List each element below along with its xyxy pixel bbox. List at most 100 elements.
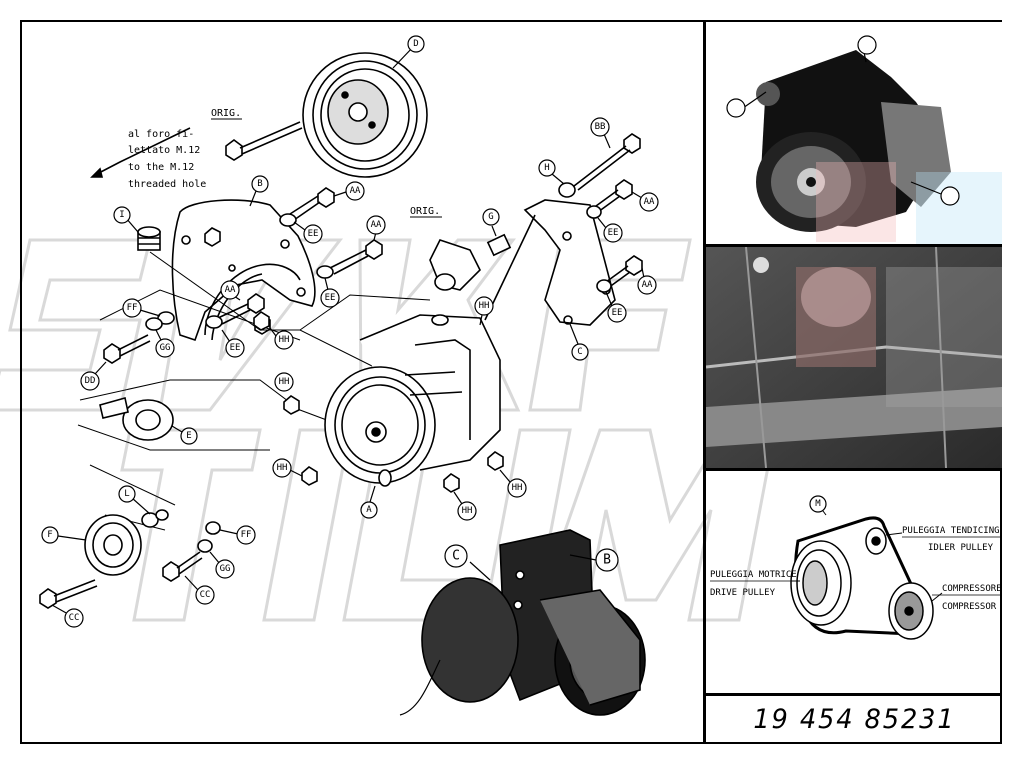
svg-text:BB: BB <box>595 122 606 132</box>
photo-callout-b: B <box>864 40 869 50</box>
svg-text:GG: GG <box>160 343 171 353</box>
svg-text:FF: FF <box>241 530 252 540</box>
svg-text:HH: HH <box>279 377 290 387</box>
callout-bb: BB <box>590 117 611 149</box>
compressor-label-it: COMPRESSORE <box>942 584 1002 594</box>
svg-text:CC: CC <box>200 590 211 600</box>
bolt-cc-1 <box>39 579 98 609</box>
svg-text:EE: EE <box>230 343 241 353</box>
callout-gg-2: GG <box>209 551 235 579</box>
callout-c: C <box>569 323 589 361</box>
photo-callout-c: C <box>947 191 952 201</box>
callout-aa-4: AA <box>631 191 659 212</box>
callout-d: D <box>392 35 425 69</box>
svg-text:EE: EE <box>612 308 623 318</box>
part-number: 19 454 85231 <box>752 703 956 735</box>
callout-f: F <box>41 526 87 544</box>
callout-ee-3: EE <box>221 329 245 358</box>
bolt-orig-top <box>225 121 303 161</box>
svg-text:G: G <box>488 212 493 222</box>
svg-text:HH: HH <box>462 506 473 516</box>
photo-engine-bay <box>706 247 1002 468</box>
bolt-dd <box>103 334 151 364</box>
callout-aa-5: AA <box>637 267 657 295</box>
crank-pulley-d <box>302 52 428 178</box>
svg-text:E: E <box>186 431 191 441</box>
exploded-view-drawing: D B I AA AA EE EE AA EE HH FF GG DD HH E… <box>39 35 659 716</box>
belt-callout-m: M <box>815 499 821 509</box>
callout-aa-3: AA <box>220 280 241 301</box>
belt-routing-diagram: M PULEGGIA TENDICINGHIA IDLER PULLEY PUL… <box>706 471 1016 693</box>
svg-text:EE: EE <box>325 293 336 303</box>
bolt-aa-right-2 <box>596 255 643 293</box>
note-line-4: threaded hole <box>128 179 206 190</box>
callout-hh-4: HH <box>453 491 477 521</box>
svg-text:AA: AA <box>642 280 653 290</box>
photo-compressor-bracket: B E C <box>706 22 1002 244</box>
spacer-e <box>99 397 174 441</box>
drive-label-it: PULEGGIA MOTRICE <box>710 570 797 580</box>
svg-text:AA: AA <box>350 186 361 196</box>
callout-l: L <box>118 485 151 515</box>
photo-callout-e: E <box>733 103 738 113</box>
svg-text:GG: GG <box>220 564 231 574</box>
callout-h: H <box>538 159 565 185</box>
bolt-aa-3 <box>205 293 265 329</box>
svg-text:H: H <box>544 163 549 173</box>
svg-text:AA: AA <box>371 220 382 230</box>
nut-i <box>137 226 161 251</box>
callout-hh-3: HH <box>272 458 303 478</box>
callout-hh-5: HH <box>499 469 527 498</box>
note-line-1: al foro fi- <box>128 129 194 140</box>
callout-a: A <box>360 485 378 519</box>
svg-text:FF: FF <box>127 303 138 313</box>
vertical-divider <box>703 20 706 744</box>
callout-g: G <box>482 208 500 237</box>
svg-text:F: F <box>47 530 52 540</box>
callout-ff-2: FF <box>219 525 256 545</box>
callout-b-bottom: B <box>569 548 619 572</box>
svg-text:EE: EE <box>608 228 619 238</box>
note-line-2: lettato M.12 <box>128 145 200 156</box>
callout-ee-5: EE <box>605 291 627 323</box>
svg-text:CC: CC <box>69 613 80 623</box>
orig-label-1: ORIG. <box>211 108 241 119</box>
bolt-cc-2 <box>162 551 203 582</box>
bracket-c <box>484 199 616 326</box>
compressor-label-en: COMPRESSOR <box>942 602 997 612</box>
svg-text:C: C <box>577 347 582 357</box>
svg-text:L: L <box>124 489 129 499</box>
part-number-box: 19 454 85231 <box>706 696 1002 742</box>
drive-pulley-f <box>84 514 142 576</box>
exploded-view-panel: D B I AA AA EE EE AA EE HH FF GG DD HH E… <box>22 22 702 742</box>
callout-cc-1: CC <box>184 575 215 605</box>
callout-hh-2: HH <box>274 372 294 392</box>
svg-text:HH: HH <box>277 463 288 473</box>
callout-cc-2: CC <box>51 604 84 628</box>
orig-part-2 <box>429 239 481 291</box>
callout-aa-1: AA <box>333 181 365 201</box>
callout-gg-1: GG <box>155 329 175 358</box>
callout-e-main: E <box>171 425 198 445</box>
callout-aa-2: AA <box>366 215 386 241</box>
svg-text:HH: HH <box>512 483 523 493</box>
idler-label-it: PULEGGIA TENDICINGHIA <box>902 526 1002 536</box>
svg-text:B: B <box>603 553 611 568</box>
callout-i: I <box>113 206 139 233</box>
orig-label-2: ORIG. <box>410 206 440 217</box>
svg-text:HH: HH <box>279 335 290 345</box>
divider-2 <box>705 468 1002 471</box>
bolt-aa-right-1 <box>586 179 633 219</box>
idler-label-en: IDLER PULLEY <box>928 543 994 553</box>
callout-ee-1: EE <box>293 221 323 244</box>
compressor-assembly-bottom <box>399 529 646 716</box>
bolt-aa-1 <box>279 187 335 227</box>
svg-text:HH: HH <box>479 301 490 311</box>
note-line-3: to the M.12 <box>128 162 194 173</box>
compressor-a <box>324 314 501 487</box>
callout-dd: DD <box>80 361 107 391</box>
callout-ee-2: EE <box>320 277 340 308</box>
svg-text:AA: AA <box>644 197 655 207</box>
callout-ee-4: EE <box>597 217 623 243</box>
bolt-bb <box>573 133 641 191</box>
